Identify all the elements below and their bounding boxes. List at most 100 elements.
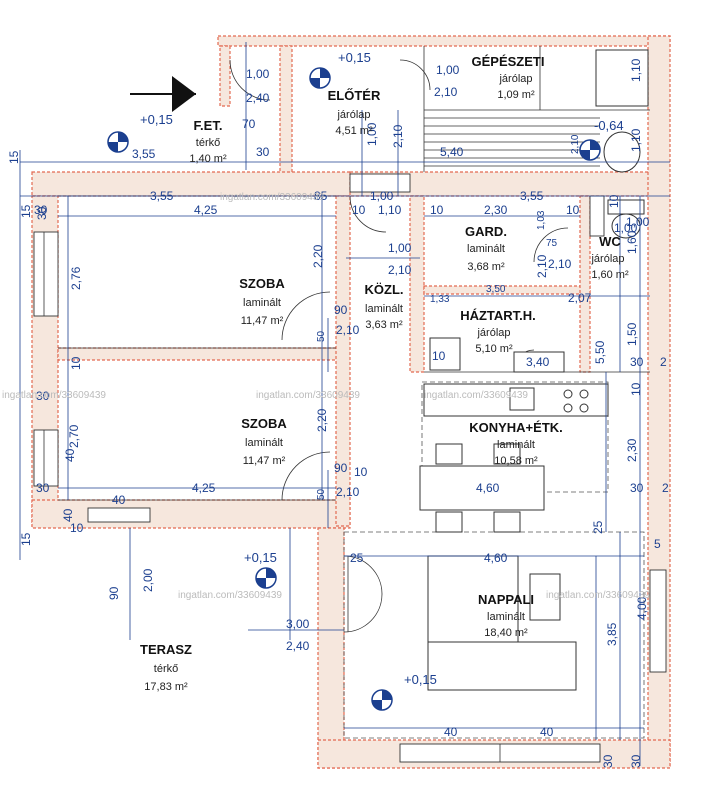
level-labels: +0,15 +0,15 -0,64 +0,15 +0,15 bbox=[140, 50, 624, 687]
watermark: ingatlan.com/33609439 bbox=[220, 192, 324, 203]
dim-label: 1,10 bbox=[378, 203, 402, 217]
svg-text:GARD.: GARD. bbox=[465, 224, 507, 239]
room-terasz: TERASZ térkő 17,83 m² bbox=[140, 642, 192, 693]
svg-text:5,10 m²: 5,10 m² bbox=[475, 343, 513, 355]
dim-label: 4,25 bbox=[192, 481, 216, 495]
watermark: ingatlan.com/33609439 bbox=[2, 390, 106, 401]
dim-label: 40 bbox=[61, 508, 75, 522]
stairs bbox=[424, 49, 649, 167]
windows bbox=[33, 173, 667, 763]
svg-text:ELŐTÉR: ELŐTÉR bbox=[328, 88, 381, 103]
svg-text:TERASZ: TERASZ bbox=[140, 642, 192, 657]
dim-label: 1,00 bbox=[614, 221, 638, 235]
svg-text:járólap: járólap bbox=[498, 73, 532, 85]
room-fet: F.ET. térkő 1,40 m² bbox=[189, 118, 227, 165]
watermark: ingatlan.com/33609439 bbox=[178, 590, 282, 601]
dim-label: 4,00 bbox=[635, 596, 649, 620]
dim-label: 4,60 bbox=[484, 551, 508, 565]
dim-label: 30 bbox=[630, 355, 644, 369]
dim-label: 25 bbox=[591, 520, 605, 534]
dim-label: 1,00 bbox=[246, 67, 270, 81]
svg-text:laminált: laminált bbox=[467, 243, 505, 255]
dim-label: 3,50 bbox=[486, 284, 506, 295]
dim-label: 30 bbox=[34, 203, 48, 217]
room-gepeszeti: GÉPÉSZETI járólap 1,09 m² bbox=[472, 54, 545, 101]
dim-label: 2,20 bbox=[311, 244, 325, 268]
dim-label: 5,40 bbox=[440, 145, 464, 159]
dim-label: 40 bbox=[540, 725, 554, 739]
dim-label: 3,00 bbox=[286, 617, 310, 631]
dim-label: 3,85 bbox=[605, 622, 619, 646]
dim-label: 10 bbox=[566, 203, 580, 217]
dim-label: 2 bbox=[662, 481, 669, 495]
dim-label: 10 bbox=[352, 203, 366, 217]
room-haztart: HÁZTART.H. járólap 5,10 m² bbox=[460, 308, 536, 355]
dim-label: 15 bbox=[19, 204, 33, 218]
dim-label: 30 bbox=[601, 754, 615, 768]
svg-text:járólap: járólap bbox=[590, 253, 624, 265]
svg-text:1,60 m²: 1,60 m² bbox=[591, 269, 629, 281]
dim-label: 10 bbox=[69, 356, 83, 370]
svg-text:GÉPÉSZETI: GÉPÉSZETI bbox=[472, 54, 545, 69]
level-label: -0,64 bbox=[594, 118, 624, 133]
dim-label: 3,55 bbox=[150, 189, 174, 203]
dim-label: 15 bbox=[19, 532, 33, 546]
dim-label: 2,20 bbox=[315, 408, 329, 432]
dim-label: 10 bbox=[70, 521, 84, 535]
dim-label: 2,00 bbox=[141, 568, 155, 592]
dim-label: 1,03 bbox=[536, 210, 547, 230]
svg-text:17,83 m²: 17,83 m² bbox=[144, 681, 188, 693]
dim-label: 85 bbox=[314, 189, 328, 203]
dim-label: 3,40 bbox=[526, 355, 550, 369]
svg-text:laminált: laminált bbox=[243, 297, 281, 309]
svg-text:térkő: térkő bbox=[154, 663, 178, 675]
dim-label: 90 bbox=[107, 586, 121, 600]
dim-label: 2,70 bbox=[67, 424, 81, 448]
room-konyha: KONYHA+ÉTK. laminált 10,58 m² bbox=[469, 420, 563, 467]
dim-label: 10 bbox=[629, 382, 643, 396]
dim-label: 2,10 bbox=[434, 85, 458, 99]
dim-label: 30 bbox=[630, 481, 644, 495]
watermark: ingatlan.com/33609439 bbox=[424, 390, 528, 401]
svg-text:járólap: járólap bbox=[336, 109, 370, 121]
walls bbox=[31, 35, 671, 769]
dim-label: 15 bbox=[7, 150, 21, 164]
dim-label: 3,55 bbox=[520, 189, 544, 203]
dim-label: 1,00 bbox=[365, 122, 379, 146]
doors bbox=[229, 59, 569, 633]
dim-label: 1,10 bbox=[629, 58, 643, 82]
dim-label: 2,10 bbox=[336, 323, 360, 337]
dim-label: 1,60 bbox=[625, 230, 639, 254]
dim-label: 70 bbox=[242, 117, 256, 131]
dim-label: 4,25 bbox=[194, 203, 218, 217]
dim-label: 50 bbox=[316, 330, 327, 342]
dim-label: 90 bbox=[334, 461, 348, 475]
watermark: ingatlan.com/33609439 bbox=[546, 590, 650, 601]
dim-label: 40 bbox=[112, 493, 126, 507]
dim-label: 2,10 bbox=[535, 254, 549, 278]
watermark: ingatlan.com/33609439 bbox=[256, 390, 360, 401]
dim-label: 1,00 bbox=[626, 215, 650, 229]
svg-text:járólap: járólap bbox=[476, 327, 510, 339]
dim-label: 3,55 bbox=[132, 147, 156, 161]
dim-label: 25 bbox=[350, 551, 364, 565]
level-label: +0,15 bbox=[338, 50, 371, 65]
dim-label: 30 bbox=[629, 754, 643, 768]
level-label: +0,15 bbox=[140, 112, 173, 127]
room-eloter: ELŐTÉR járólap 4,51 m² bbox=[328, 88, 381, 137]
dim-label: 30 bbox=[36, 389, 50, 403]
dim-label: 1,00 bbox=[370, 189, 394, 203]
dim-label: 2,10 bbox=[391, 124, 405, 148]
dim-label: 2,40 bbox=[246, 91, 270, 105]
dim-label: 90 bbox=[334, 303, 348, 317]
dim-label: 5,50 bbox=[593, 340, 607, 364]
dim-label: 75 bbox=[546, 238, 558, 249]
svg-text:SZOBA: SZOBA bbox=[241, 416, 287, 431]
dim-label: 2,10 bbox=[388, 263, 412, 277]
svg-text:HÁZTART.H.: HÁZTART.H. bbox=[460, 308, 536, 323]
dim-label: 2,30 bbox=[625, 438, 639, 462]
svg-text:18,40 m²: 18,40 m² bbox=[484, 627, 528, 639]
dim-label: 5 bbox=[654, 537, 661, 551]
dim-label: 1,00 bbox=[436, 63, 460, 77]
svg-text:3,68 m²: 3,68 m² bbox=[467, 261, 505, 273]
